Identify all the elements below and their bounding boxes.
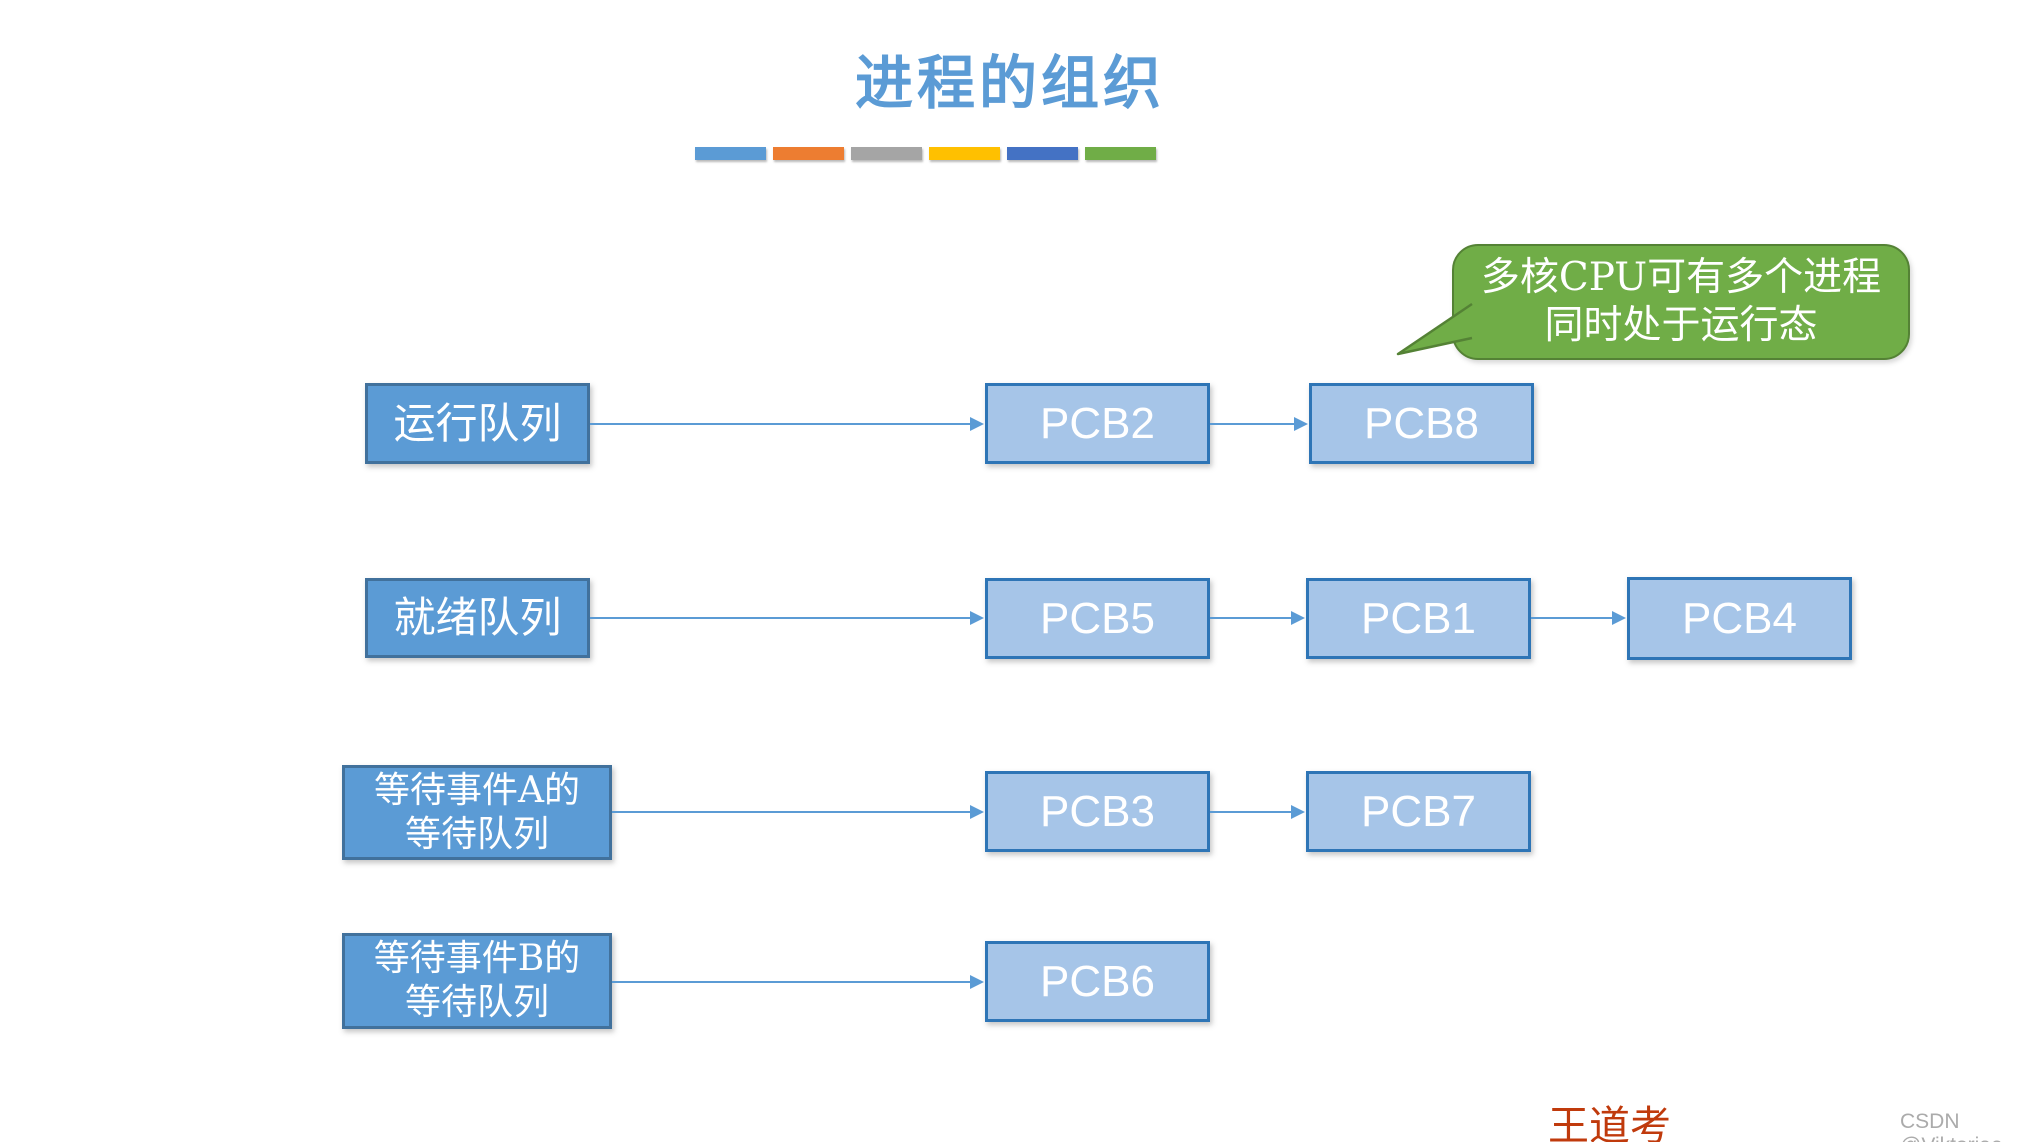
arrow xyxy=(612,975,984,989)
arrow xyxy=(612,805,984,819)
queue-box-ready: 就绪队列 xyxy=(365,578,590,658)
queue-box-label: 就绪队列 xyxy=(393,593,562,642)
accent-bar xyxy=(695,147,766,160)
queue-box-wait-b: 等待事件B的 等待队列 xyxy=(342,933,612,1029)
queue-box-running: 运行队列 xyxy=(365,383,590,464)
page-title: 进程的组织 xyxy=(854,49,1165,117)
arrow xyxy=(1210,805,1305,819)
accent-bars xyxy=(695,147,1156,160)
arrow xyxy=(590,417,984,431)
pcb-box-pcb6: PCB6 xyxy=(985,941,1210,1022)
accent-bar xyxy=(773,147,844,160)
pcb-box-pcb5: PCB5 xyxy=(985,578,1210,659)
queue-box-label: 运行队列 xyxy=(393,398,562,448)
accent-bar xyxy=(851,147,922,160)
queue-box-label: 等待事件B的 等待队列 xyxy=(373,938,581,1023)
pcb-box-pcb3: PCB3 xyxy=(985,771,1210,852)
arrow xyxy=(590,611,984,625)
arrow xyxy=(1210,417,1308,431)
accent-bar xyxy=(1007,147,1078,160)
pcb-box-pcb4: PCB4 xyxy=(1627,577,1852,660)
watermark-text: CSDN @Viktoriae xyxy=(1900,1110,2003,1142)
accent-bar xyxy=(929,147,1000,160)
pcb-box-pcb7: PCB7 xyxy=(1306,771,1531,852)
pcb-box-pcb1: PCB1 xyxy=(1306,578,1531,659)
brand-text: 王道考研/CSKAOYAN.COM xyxy=(1548,1103,1671,1142)
callout-bubble: 多核CPU可有多个进程 同时处于运行态 xyxy=(1452,244,1910,360)
pcb-box-pcb2: PCB2 xyxy=(985,383,1210,464)
queue-box-wait-a: 等待事件A的 等待队列 xyxy=(342,765,612,860)
callout-text: 多核CPU可有多个进程 同时处于运行态 xyxy=(1480,255,1882,348)
arrow xyxy=(1210,611,1305,625)
queue-box-label: 等待事件A的 等待队列 xyxy=(374,769,580,855)
accent-bar xyxy=(1085,147,1156,160)
pcb-box-pcb8: PCB8 xyxy=(1309,383,1534,464)
arrow xyxy=(1531,611,1626,625)
callout-tail-icon xyxy=(1396,302,1473,356)
